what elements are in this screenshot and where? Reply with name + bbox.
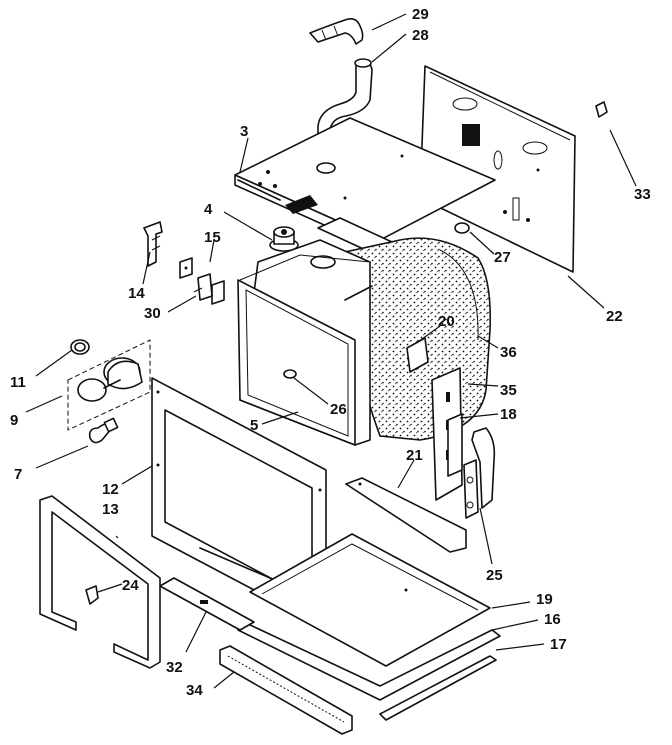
callout-9: 9 — [10, 412, 18, 429]
callout-13: 13 — [102, 501, 119, 518]
leader-lines — [25, 13, 637, 689]
callout-21: 21 — [406, 447, 423, 464]
door-gasket — [39, 495, 161, 669]
bulb — [88, 417, 119, 444]
door-hinge — [463, 427, 496, 519]
hinge-receiver — [447, 413, 463, 477]
vent-tube-lower — [317, 58, 373, 161]
callout-33: 33 — [634, 186, 651, 203]
callout-5: 5 — [250, 417, 258, 434]
callout-36: 36 — [500, 344, 517, 361]
callout-30: 30 — [144, 305, 161, 322]
socket-ring — [70, 339, 90, 355]
callout-3: 3 — [240, 123, 248, 140]
callout-4: 4 — [204, 201, 213, 218]
callout-20: 20 — [438, 313, 455, 330]
callout-15: 15 — [204, 229, 221, 246]
callout-34: 34 — [186, 682, 203, 699]
callout-29: 29 — [412, 6, 429, 23]
kick-plate — [219, 645, 353, 735]
callout-25: 25 — [486, 567, 503, 584]
top-panel — [234, 117, 496, 253]
clip — [595, 101, 608, 118]
lamp-housing — [67, 339, 151, 431]
grommet — [454, 222, 470, 234]
callout-7: 7 — [14, 466, 22, 483]
callout-26: 26 — [330, 401, 347, 418]
callout-27: 27 — [494, 249, 511, 266]
callout-19: 19 — [536, 591, 553, 608]
lower-rail — [345, 477, 467, 553]
callout-24: 24 — [122, 577, 139, 594]
mount-bracket — [179, 257, 225, 305]
callout-labels: 29 28 3 4 15 14 30 11 9 7 12 13 24 5 26 … — [10, 6, 651, 699]
switch — [193, 273, 213, 301]
oven-cavity — [237, 239, 373, 446]
thermostat-bulb — [269, 226, 299, 252]
callout-14: 14 — [128, 285, 145, 302]
callout-11: 11 — [10, 374, 26, 391]
vent-tube-upper — [309, 18, 364, 45]
gasket-clip — [85, 585, 99, 605]
callout-35: 35 — [500, 382, 517, 399]
vent-bracket — [159, 577, 255, 631]
sensor-probe — [143, 221, 163, 267]
lower-trim — [379, 655, 497, 721]
callout-17: 17 — [550, 636, 567, 653]
bottom-panel — [249, 533, 491, 667]
callout-16: 16 — [544, 611, 561, 628]
callout-28: 28 — [412, 27, 429, 44]
callout-18: 18 — [500, 406, 517, 423]
callout-32: 32 — [166, 659, 183, 676]
callout-22: 22 — [606, 308, 623, 325]
callout-12: 12 — [102, 481, 119, 498]
